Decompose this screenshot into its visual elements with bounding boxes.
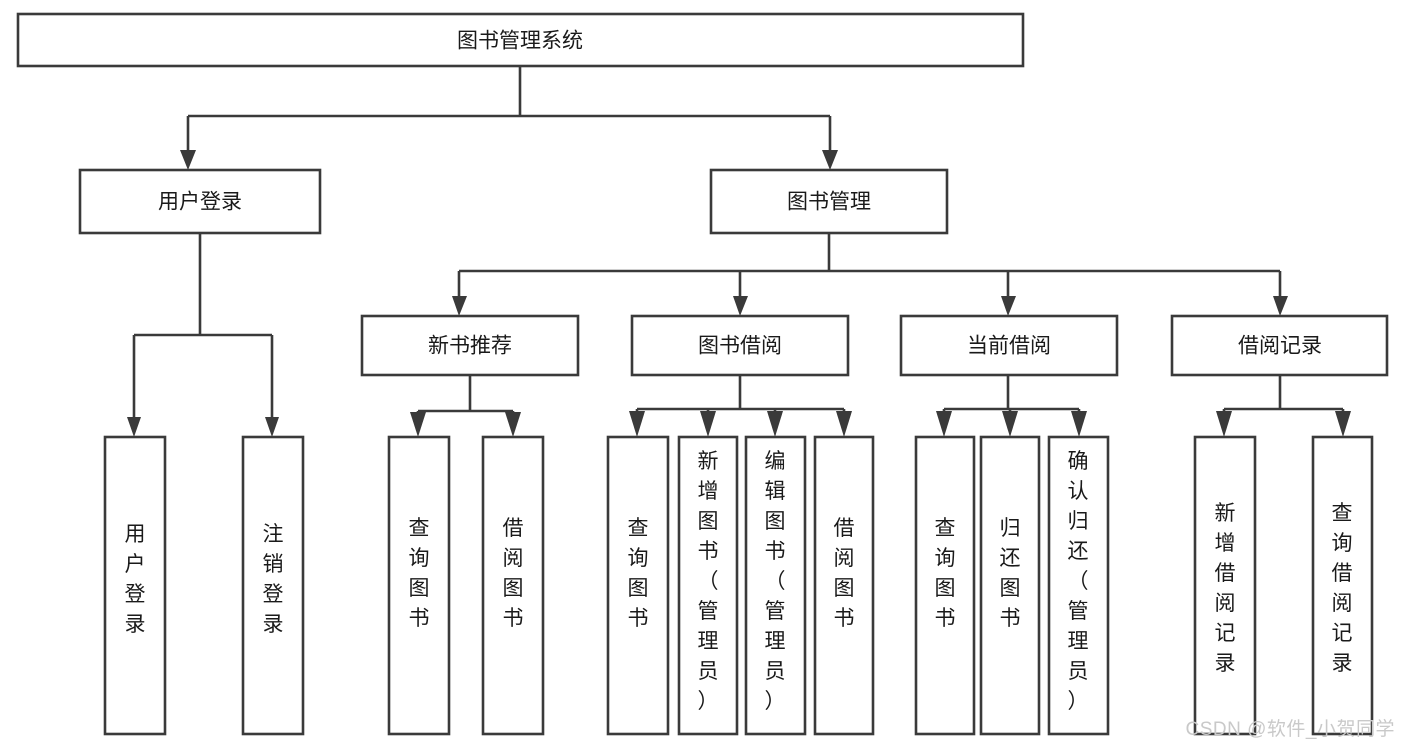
node-leaf-add-record-label: 新增借阅记录: [1215, 502, 1236, 675]
arrow-to-leaf-add-record: [1216, 411, 1232, 437]
node-leaf-add-record-box[interactable]: [1193, 435, 1257, 736]
node-leaf-borrow-book-1[interactable]: 借阅图书: [481, 435, 545, 736]
node-borrow-record-label: 借阅记录: [1238, 335, 1322, 358]
arrow-to-user-login: [180, 150, 196, 170]
node-book-manage[interactable]: 图书管理: [709, 168, 949, 235]
node-current-borrow-box[interactable]: [899, 314, 1119, 377]
node-user-login-box[interactable]: [78, 168, 322, 235]
connector-layer: [127, 66, 1351, 437]
node-book-borrow-label: 图书借阅: [698, 335, 782, 358]
node-leaf-edit-book-label: 编辑图书（管理员）: [765, 450, 786, 713]
node-user-login[interactable]: 用户登录: [78, 168, 322, 235]
arrow-to-leaf-edit-book: [767, 411, 783, 437]
arrow-to-current-borrow: [1001, 296, 1016, 316]
node-root[interactable]: 图书管理系统: [16, 12, 1025, 68]
arrow-to-leaf-add-book: [700, 411, 716, 437]
node-leaf-query-book-1-label: 查询图书: [409, 517, 430, 630]
arrow-to-leaf-query-book-1: [410, 412, 426, 437]
node-leaf-add-book-label: 新增图书（管理员）: [698, 450, 719, 713]
node-book-manage-box[interactable]: [709, 168, 949, 235]
node-leaf-add-record[interactable]: 新增借阅记录: [1193, 435, 1257, 736]
arrow-to-leaf-user-login: [127, 417, 141, 437]
node-user-login-label: 用户登录: [158, 191, 242, 214]
node-leaf-query-book-3[interactable]: 查询图书: [914, 435, 976, 736]
node-book-borrow-box[interactable]: [630, 314, 850, 377]
node-leaf-query-book-2-label: 查询图书: [628, 517, 649, 630]
node-leaf-return-book[interactable]: 归还图书: [979, 435, 1041, 736]
node-leaf-confirm-return[interactable]: 确认归还（管理员）: [1047, 435, 1110, 736]
node-leaf-query-record-label: 查询借阅记录: [1332, 502, 1353, 675]
node-leaf-query-book-1-box[interactable]: [387, 435, 451, 736]
arrow-to-leaf-confirm-return: [1071, 411, 1087, 437]
node-leaf-borrow-book-2[interactable]: 借阅图书: [813, 435, 875, 736]
arrow-to-book-manage: [822, 150, 838, 170]
node-leaf-confirm-return-label: 确认归还（管理员）: [1068, 450, 1089, 713]
arrow-to-book-borrow: [733, 296, 748, 316]
node-leaf-logout[interactable]: 注销登录: [241, 435, 305, 736]
node-borrow-record-box[interactable]: [1170, 314, 1389, 377]
arrow-to-leaf-borrow-book-1: [505, 412, 521, 437]
node-leaf-return-book-box[interactable]: [979, 435, 1041, 736]
node-borrow-record[interactable]: 借阅记录: [1170, 314, 1389, 377]
node-leaf-borrow-book-2-label: 借阅图书: [834, 517, 855, 630]
node-leaf-query-record[interactable]: 查询借阅记录: [1311, 435, 1374, 736]
node-leaf-confirm-return-box[interactable]: [1047, 435, 1110, 736]
node-leaf-borrow-book-2-box[interactable]: [813, 435, 875, 736]
node-leaf-logout-box[interactable]: [241, 435, 305, 736]
node-leaf-borrow-book-1-label: 借阅图书: [503, 517, 524, 630]
node-leaf-add-book-box[interactable]: [677, 435, 739, 736]
node-leaf-query-book-2[interactable]: 查询图书: [606, 435, 670, 736]
arrow-to-leaf-query-book-3: [936, 411, 952, 437]
node-leaf-return-book-label: 归还图书: [1000, 517, 1021, 630]
node-root-box[interactable]: [16, 12, 1025, 68]
node-leaf-add-book[interactable]: 新增图书（管理员）: [677, 435, 739, 736]
node-current-borrow[interactable]: 当前借阅: [899, 314, 1119, 377]
node-leaf-user-login-box[interactable]: [103, 435, 167, 736]
node-leaf-query-book-3-label: 查询图书: [935, 517, 956, 630]
node-leaf-query-book-2-box[interactable]: [606, 435, 670, 736]
arrow-to-leaf-query-record: [1335, 411, 1351, 437]
node-book-manage-label: 图书管理: [787, 191, 871, 214]
node-leaf-query-book-1[interactable]: 查询图书: [387, 435, 451, 736]
node-leaf-user-login[interactable]: 用户登录: [103, 435, 167, 736]
node-leaf-user-login-label: 用户登录: [125, 523, 146, 636]
node-new-book-rec-label: 新书推荐: [428, 335, 512, 358]
arrow-to-leaf-borrow-book-2: [836, 411, 852, 437]
node-current-borrow-label: 当前借阅: [967, 335, 1051, 358]
node-new-book-rec[interactable]: 新书推荐: [360, 314, 580, 377]
arrow-to-borrow-record: [1273, 296, 1288, 316]
arrow-to-leaf-query-book-2: [629, 411, 645, 437]
node-root-label: 图书管理系统: [457, 30, 583, 53]
node-leaf-query-record-box[interactable]: [1311, 435, 1374, 736]
node-leaf-edit-book[interactable]: 编辑图书（管理员）: [744, 435, 807, 736]
node-leaf-query-book-3-box[interactable]: [914, 435, 976, 736]
arrow-to-new-book-rec: [452, 296, 467, 316]
node-leaf-logout-label: 注销登录: [263, 523, 284, 636]
arrow-to-leaf-return-book: [1002, 411, 1018, 437]
node-leaf-borrow-book-1-box[interactable]: [481, 435, 545, 736]
node-book-borrow[interactable]: 图书借阅: [630, 314, 850, 377]
arrow-to-leaf-logout: [265, 417, 279, 437]
node-leaf-edit-book-box[interactable]: [744, 435, 807, 736]
node-new-book-rec-box[interactable]: [360, 314, 580, 377]
